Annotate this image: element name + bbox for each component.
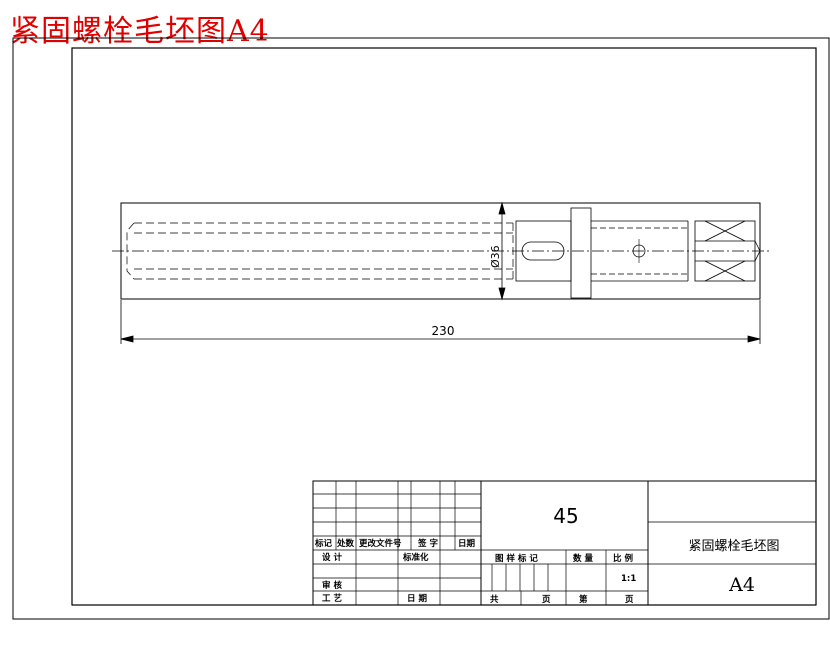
label-page: 页 <box>542 595 551 605</box>
label-review: 审 核 <box>322 580 342 591</box>
diameter-label: Ø36 <box>489 245 502 268</box>
label-sheet-no: 第 <box>579 594 588 605</box>
square-end <box>694 220 761 282</box>
label-stage-mark: 图 样 标 记 <box>495 553 538 564</box>
label-scale: 比 例 <box>613 553 633 564</box>
title-block <box>312 480 817 606</box>
label-mark: 标记 <box>314 538 333 549</box>
label-count: 处数 <box>336 538 355 549</box>
label-process: 工 艺 <box>322 593 342 604</box>
sheet-size: A4 <box>728 574 755 596</box>
drawing-title: 紧固螺栓毛坯图A4 <box>10 14 270 49</box>
diameter-dimension <box>498 201 506 301</box>
label-date: 日期 <box>458 538 476 549</box>
label-standardize: 标准化 <box>402 552 429 563</box>
collar <box>570 207 592 299</box>
label-page-2: 页 <box>625 595 634 605</box>
hidden-shaft <box>126 222 514 280</box>
label-signature: 签 字 <box>417 538 438 549</box>
label-date-2: 日 期 <box>407 593 427 604</box>
label-change-doc: 更改文件号 <box>359 538 402 549</box>
label-design: 设 计 <box>322 552 342 563</box>
keyway-slot <box>521 241 565 261</box>
scale-value: 1:1 <box>621 574 636 584</box>
length-dimension <box>120 300 761 344</box>
length-label: 230 <box>432 324 455 338</box>
material-value: 45 <box>553 504 578 528</box>
drawing-name: 紧固螺栓毛坯图 <box>688 539 779 554</box>
label-quantity: 数 量 <box>573 553 593 564</box>
outer-border <box>12 37 830 620</box>
label-total: 共 <box>490 594 499 605</box>
middle-section <box>515 207 689 299</box>
